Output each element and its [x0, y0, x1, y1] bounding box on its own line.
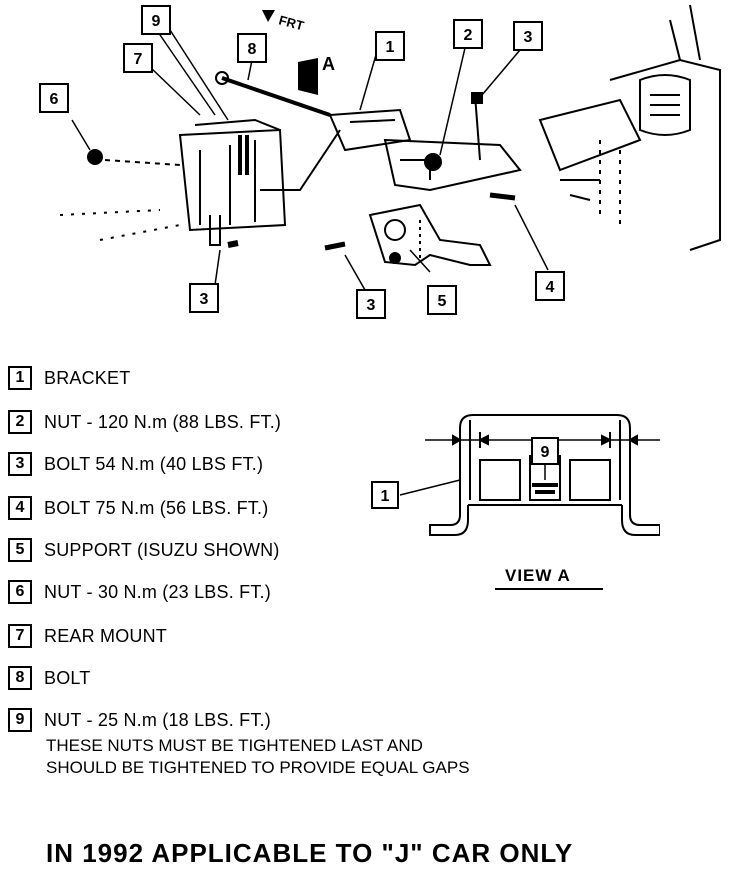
exploded-mount-diagram: FRT A 9 7 8 1 2 3 6 3 3 5 4 — [39, 4, 721, 319]
legend-number: 2 — [8, 410, 32, 434]
view-a-detail: 9 1 — [371, 414, 660, 536]
legend-text: BOLT — [44, 667, 91, 688]
legend-item: 1 BRACKET — [8, 364, 130, 392]
callout-5: 5 — [438, 293, 447, 310]
callout-3-left: 3 — [200, 291, 209, 308]
legend-item: 3 BOLT 54 N.m (40 LBS FT.) — [8, 450, 263, 478]
view-a-title: VIEW A — [505, 566, 571, 585]
note-line-2: SHOULD BE TIGHTENED TO PROVIDE EQUAL GAP… — [46, 758, 470, 777]
legend-text: BOLT 75 N.m (56 LBS. FT.) — [44, 497, 269, 518]
callout-6: 6 — [50, 91, 59, 108]
callout-1: 1 — [386, 39, 395, 56]
legend-number: 3 — [8, 452, 32, 476]
legend-item: 2 NUT - 120 N.m (88 LBS. FT.) — [8, 408, 281, 436]
applicability-footer: IN 1992 APPLICABLE TO "J" CAR ONLY — [46, 838, 574, 868]
legend-item: 4 BOLT 75 N.m (56 LBS. FT.) — [8, 494, 268, 522]
callout-3-bottom: 3 — [367, 297, 376, 314]
legend-number: 1 — [8, 366, 32, 390]
callout-3-top: 3 — [524, 29, 533, 46]
legend-item: 5 SUPPORT (ISUZU SHOWN) — [8, 536, 280, 564]
view-a-marker: A — [322, 54, 335, 74]
legend-number: 4 — [8, 496, 32, 520]
legend-number: 7 — [8, 624, 32, 648]
legend-number: 5 — [8, 538, 32, 562]
legend-item: 7 REAR MOUNT — [8, 622, 167, 650]
legend-text: NUT - 120 N.m (88 LBS. FT.) — [44, 411, 282, 432]
legend-text: NUT - 30 N.m (23 LBS. FT.) — [44, 581, 271, 602]
view-a-underline — [495, 588, 603, 590]
legend-text: BOLT 54 N.m (40 LBS FT.) — [44, 453, 264, 474]
legend-text: NUT - 25 N.m (18 LBS. FT.) — [44, 709, 271, 730]
callout-4: 4 — [546, 279, 555, 296]
callout-2: 2 — [464, 27, 473, 44]
front-direction-label: FRT — [277, 12, 305, 33]
callout-7: 7 — [134, 51, 143, 68]
legend-item: 9 NUT - 25 N.m (18 LBS. FT.) — [8, 706, 271, 734]
legend-text: BRACKET — [44, 367, 131, 388]
view-a-callout-1: 1 — [381, 488, 390, 505]
note-line-1: THESE NUTS MUST BE TIGHTENED LAST AND — [46, 736, 423, 755]
callout-9: 9 — [152, 13, 161, 30]
legend-text: REAR MOUNT — [44, 625, 167, 646]
legend-number: 6 — [8, 580, 32, 604]
legend-item: 6 NUT - 30 N.m (23 LBS. FT.) — [8, 578, 271, 606]
legend-number: 9 — [8, 708, 32, 732]
legend-item: 8 BOLT — [8, 664, 90, 692]
callout-8: 8 — [248, 41, 257, 58]
view-a-callout-9: 9 — [541, 444, 550, 461]
legend-number: 8 — [8, 666, 32, 690]
legend-text: SUPPORT (ISUZU SHOWN) — [44, 539, 280, 560]
